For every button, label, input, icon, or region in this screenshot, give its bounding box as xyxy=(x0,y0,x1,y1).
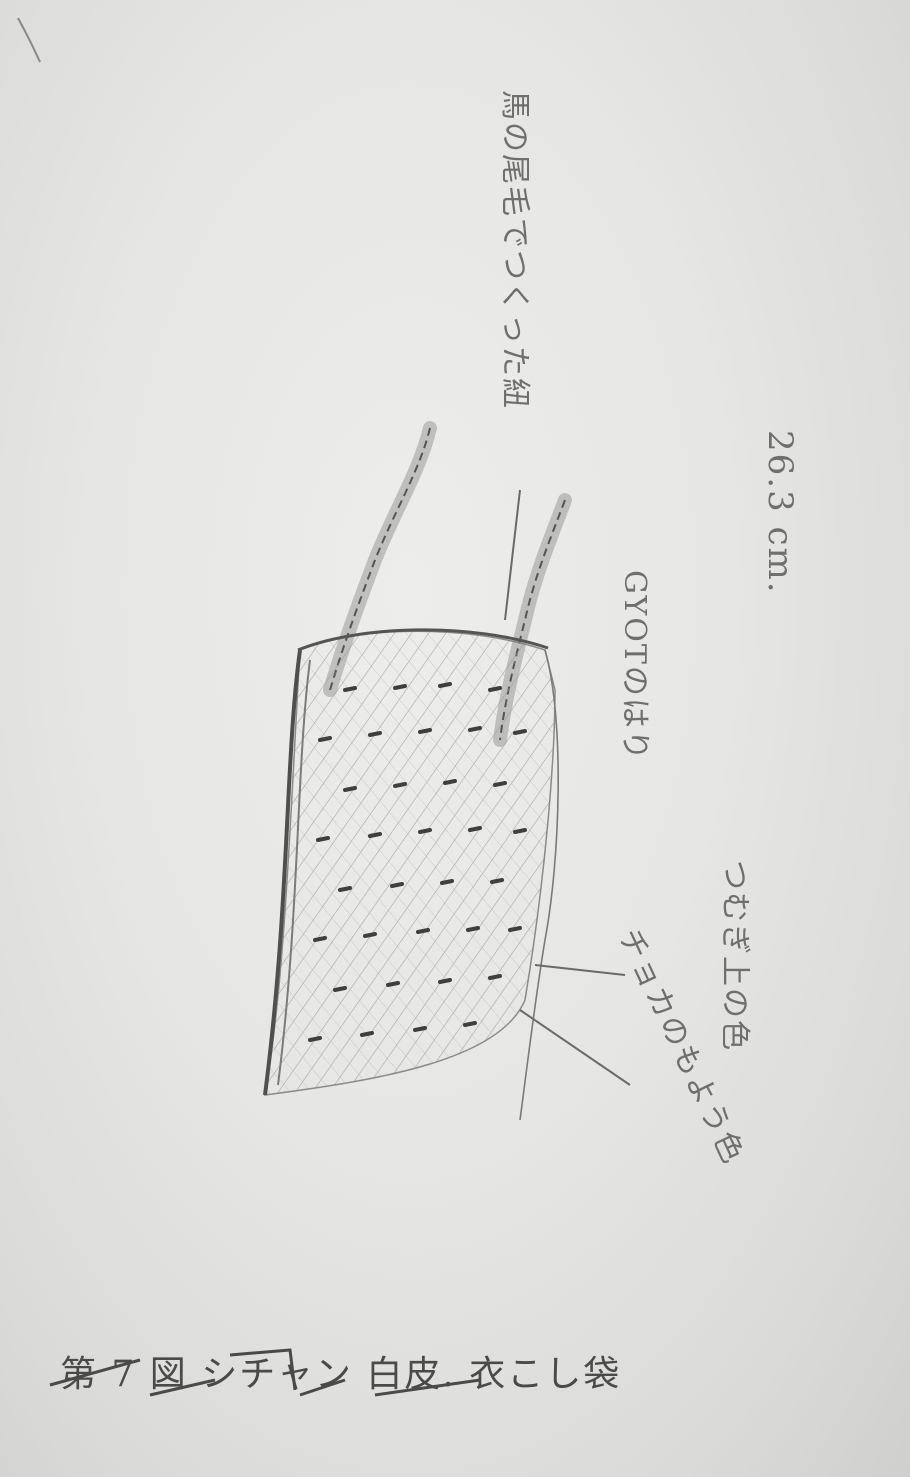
size-label: 26.3 cm. xyxy=(760,430,800,595)
corner-mark xyxy=(18,18,40,62)
woven-bag xyxy=(265,630,558,1120)
material-label: GYOTのはり xyxy=(616,570,660,762)
leader-rope xyxy=(505,490,520,620)
leader-bottom xyxy=(520,1010,630,1085)
bag-crosshatch xyxy=(265,631,555,1095)
weave-label: つむぎ上の色 xyxy=(716,860,760,1052)
leader-weave xyxy=(535,965,625,975)
rope-label: 馬の尾毛でつくった紐 xyxy=(496,90,540,410)
caption: 第 7 図 シチャン 白皮. 衣こし袋 xyxy=(60,1345,621,1397)
